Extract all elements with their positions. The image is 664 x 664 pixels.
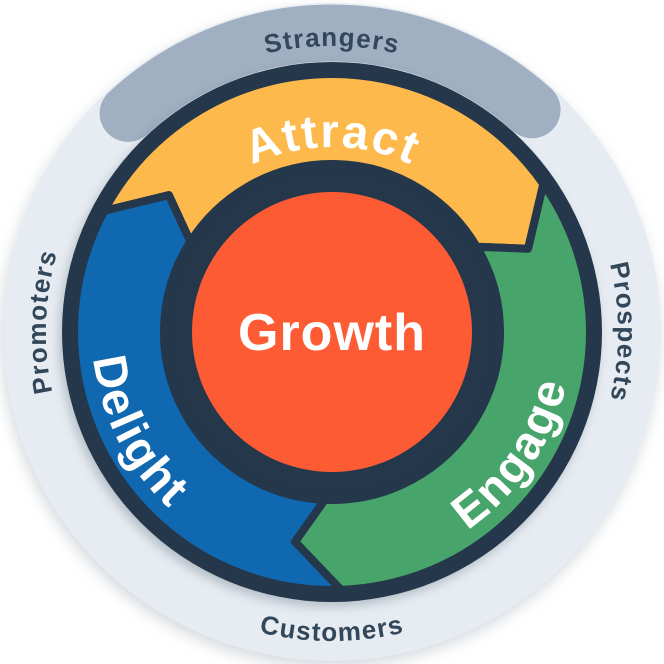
segment-engage: [291, 180, 594, 594]
segment-delight: [70, 191, 345, 594]
strangers-band: [99, 4, 561, 142]
segment-attract: [100, 70, 548, 253]
growth-label: Growth: [238, 304, 426, 362]
growth-circle: [192, 192, 472, 472]
